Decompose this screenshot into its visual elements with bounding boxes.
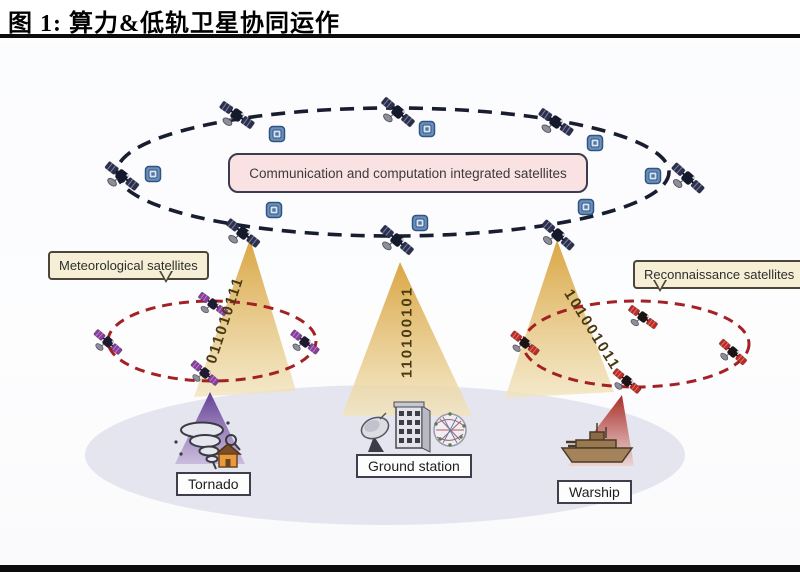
compute-chip-icon	[411, 214, 429, 232]
bottom-rule	[0, 565, 800, 572]
left-downlink-beam	[194, 239, 296, 397]
compute-chip-icon	[265, 201, 283, 219]
tornado-icon	[174, 421, 241, 470]
house-icon	[213, 443, 243, 468]
compute-chip-icon	[577, 198, 595, 216]
meteorological-orbit-ring	[106, 299, 318, 383]
network-globe-icon	[433, 412, 467, 447]
compute-chip-icon	[644, 167, 662, 185]
right-downlink-beam	[505, 240, 614, 398]
diagram-canvas	[0, 42, 800, 565]
center-downlink-beam	[342, 262, 472, 416]
compute-chip-icon	[144, 165, 162, 183]
building-icon	[393, 401, 431, 453]
comm-satellite-icon	[663, 160, 707, 203]
compute-chip-icon	[586, 134, 604, 152]
compute-chip-icon	[268, 125, 286, 143]
diagram-graphics	[85, 94, 751, 525]
compute-chip-icon	[418, 120, 436, 138]
comm-satellite-icon	[372, 222, 417, 264]
recon-satellite-icon	[712, 336, 749, 373]
recon-satellite-icon	[606, 366, 644, 402]
weather-satellite-icon	[87, 327, 125, 363]
recon-satellite-icon	[622, 302, 660, 337]
comm-satellite-icon	[212, 98, 257, 139]
comm-satellite-icon	[373, 94, 418, 136]
satellite-dish-icon	[360, 412, 390, 452]
figure-title-bar: 图 1: 算力&低轨卫星协同运作	[0, 0, 800, 38]
warship-icon	[560, 423, 634, 463]
comm-satellite-icon	[531, 105, 576, 146]
main-orbit-ring	[115, 106, 671, 238]
figure-title: 图 1: 算力&低轨卫星协同运作	[8, 11, 340, 37]
